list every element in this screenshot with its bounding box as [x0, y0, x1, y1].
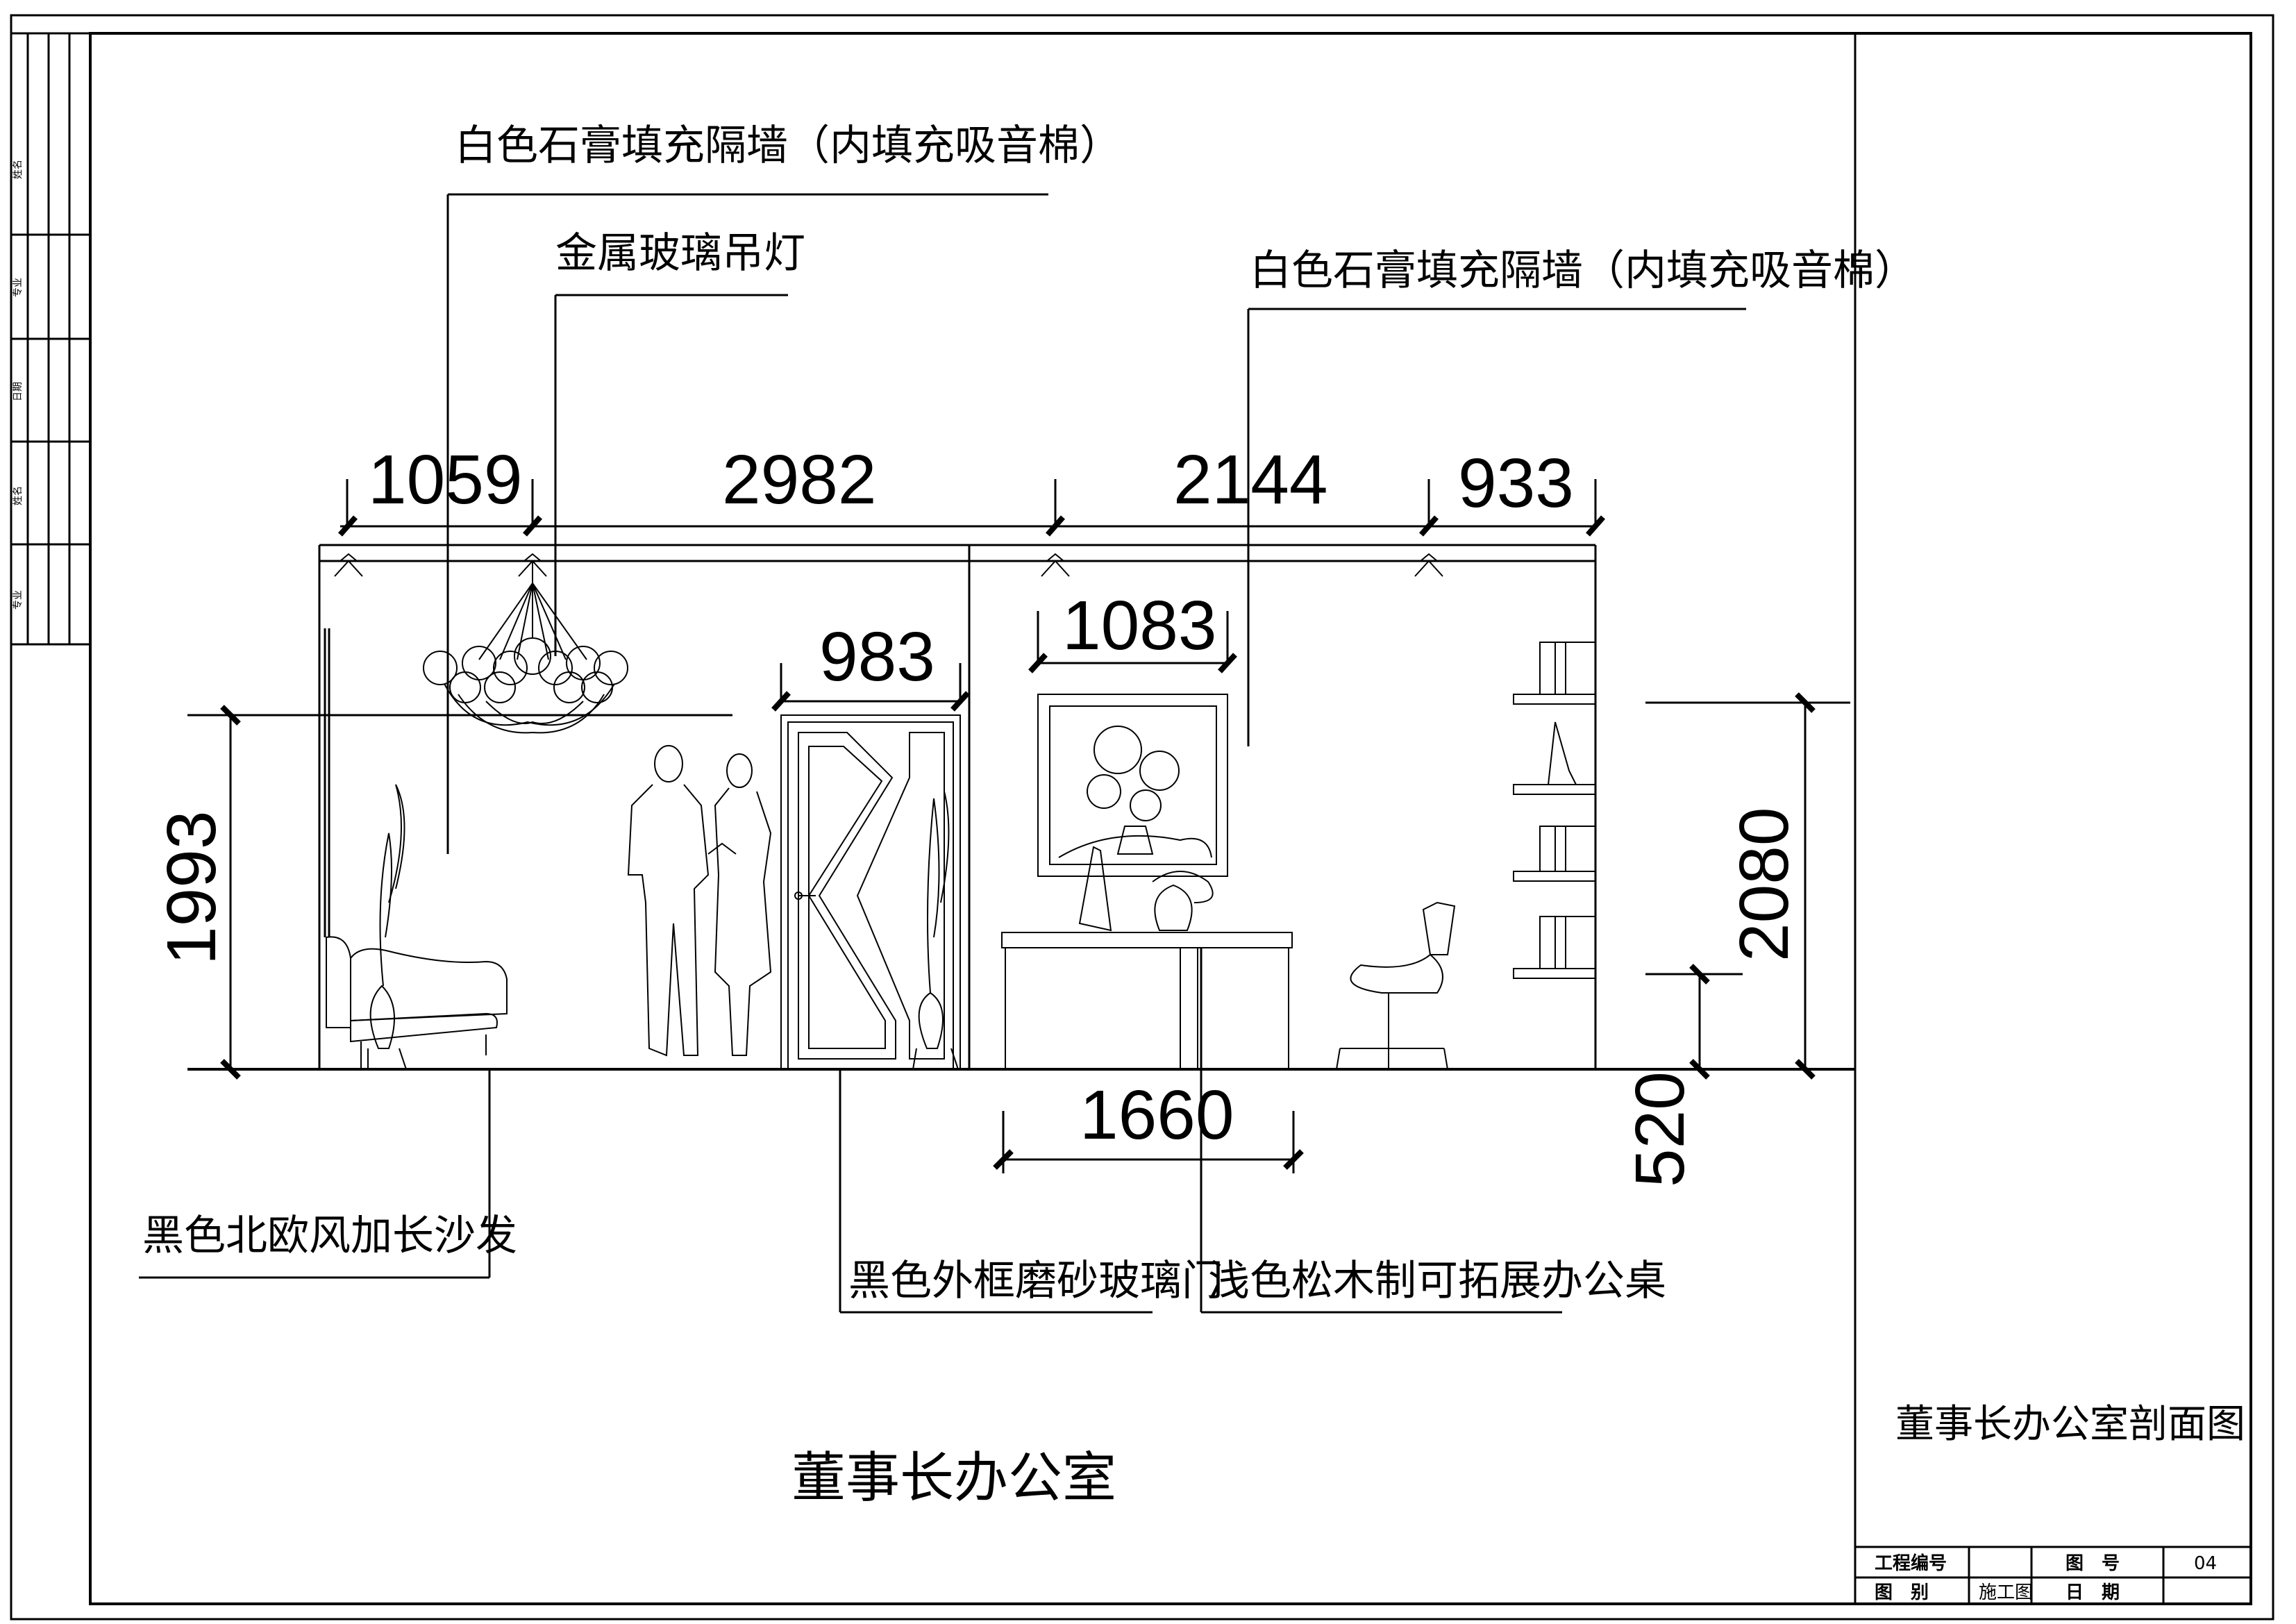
label-desk: 浅色松木制可拓展办公桌: [1208, 1257, 1666, 1305]
side-strip-label-5: 专业: [12, 590, 24, 610]
room-outline: [187, 544, 1855, 1071]
office-chair: [1336, 901, 1456, 1070]
dim-1993: 1993: [153, 811, 231, 965]
side-strip-label-3: 日期: [12, 382, 24, 401]
people-figures: [627, 745, 772, 1057]
office-desk: [1001, 846, 1293, 1070]
framed-painting: [1037, 694, 1228, 877]
dim-2144: 2144: [1173, 441, 1327, 519]
category-label: 图 别: [1875, 1582, 1929, 1603]
plant-right: [912, 791, 959, 1070]
label-sofa: 黑色北欧风加长沙发: [142, 1212, 517, 1260]
dim-1660: 1660: [1080, 1076, 1234, 1154]
date-label: 日 期: [2065, 1582, 2120, 1603]
dim-2982: 2982: [722, 441, 876, 519]
side-strip-label-2: 专业: [12, 278, 24, 297]
dim-1059: 1059: [368, 441, 522, 519]
dimension-lines: [187, 479, 1850, 1173]
side-strip-label-1: 姓名: [12, 160, 24, 179]
outer-border: [10, 14, 2274, 1621]
dim-520: 520: [1621, 1071, 1699, 1187]
dim-983: 983: [819, 618, 935, 696]
bookshelves: [1513, 642, 1596, 979]
sheet-title: 董事长办公室剖面图: [1895, 1402, 2245, 1447]
side-strip: [11, 32, 90, 646]
ceiling-spotlights: [334, 553, 1443, 577]
leader-lines: [139, 193, 1746, 1314]
dim-933: 933: [1458, 444, 1574, 522]
label-wall-left: 白色石膏填充隔墙（内填充吸音棉）: [455, 122, 1121, 170]
dim-2080: 2080: [1725, 807, 1803, 962]
chandelier: [423, 561, 628, 734]
room-title: 董事长办公室: [791, 1447, 1116, 1509]
project-no-label: 工程编号: [1875, 1552, 1947, 1574]
glass-door: [780, 714, 961, 1070]
dim-1083: 1083: [1062, 587, 1216, 664]
label-chandelier: 金属玻璃吊灯: [555, 229, 805, 278]
inner-border: [89, 32, 2252, 1605]
sofa: [326, 936, 508, 1069]
title-block-table: [1855, 1546, 2251, 1604]
plant-left: [367, 784, 407, 1070]
drawing-no-value: 04: [2194, 1553, 2217, 1574]
category-value: 施工图: [1979, 1582, 2033, 1603]
side-strip-label-4: 姓名: [12, 486, 24, 505]
label-wall-right: 白色石膏填充隔墙（内填充吸音棉）: [1250, 246, 1916, 295]
drawing-no-label: 图 号: [2065, 1553, 2120, 1574]
label-door: 黑色外框磨砂玻璃门: [848, 1257, 1223, 1305]
